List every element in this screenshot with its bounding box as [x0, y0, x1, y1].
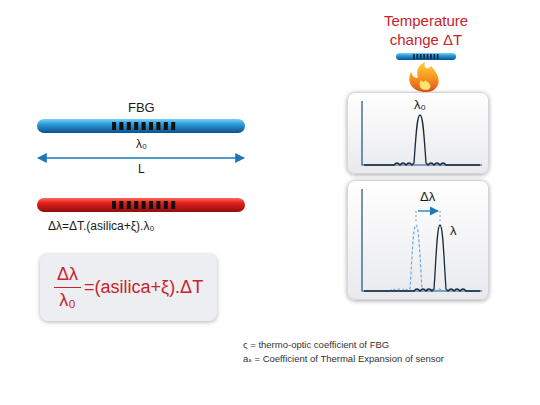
formula-box: Δλλ₀=(asilica+ξ).ΔT: [40, 254, 217, 321]
fiber-icon: [396, 53, 456, 60]
legend-note: aₛ = Coefficient of Thermal Expansion of…: [243, 353, 444, 364]
fraction: Δλλ₀: [54, 264, 81, 311]
fbg-label: FBG: [128, 100, 155, 115]
denominator: λ₀: [56, 288, 78, 311]
formula-text: =(asilica+ξ).ΔT: [84, 277, 203, 298]
shift-formula: Δλ=ΔT.(asilica+ξ).λ₀: [48, 219, 154, 233]
temperature-label: Temperature change ΔT: [366, 11, 486, 49]
heated-fiber: [37, 198, 245, 212]
peak-label: λ₀: [414, 97, 426, 112]
length-arrow: [38, 157, 244, 158]
spectrum-graph: [348, 181, 490, 301]
length-label: L: [138, 162, 145, 176]
numerator: Δλ: [54, 264, 81, 288]
shift-label: Δλ: [420, 189, 435, 204]
shifted-spectrum-panel: Δλ λ: [347, 180, 489, 300]
wavelength-label: λ₀: [136, 137, 147, 151]
peak-label: λ: [450, 223, 457, 238]
spectrum-panel: λ₀: [347, 92, 489, 174]
legend-note: ς = thermo-optic coefficient of FBG: [243, 339, 389, 350]
flame-icon: [409, 62, 438, 92]
fbg-fiber: [37, 119, 245, 133]
